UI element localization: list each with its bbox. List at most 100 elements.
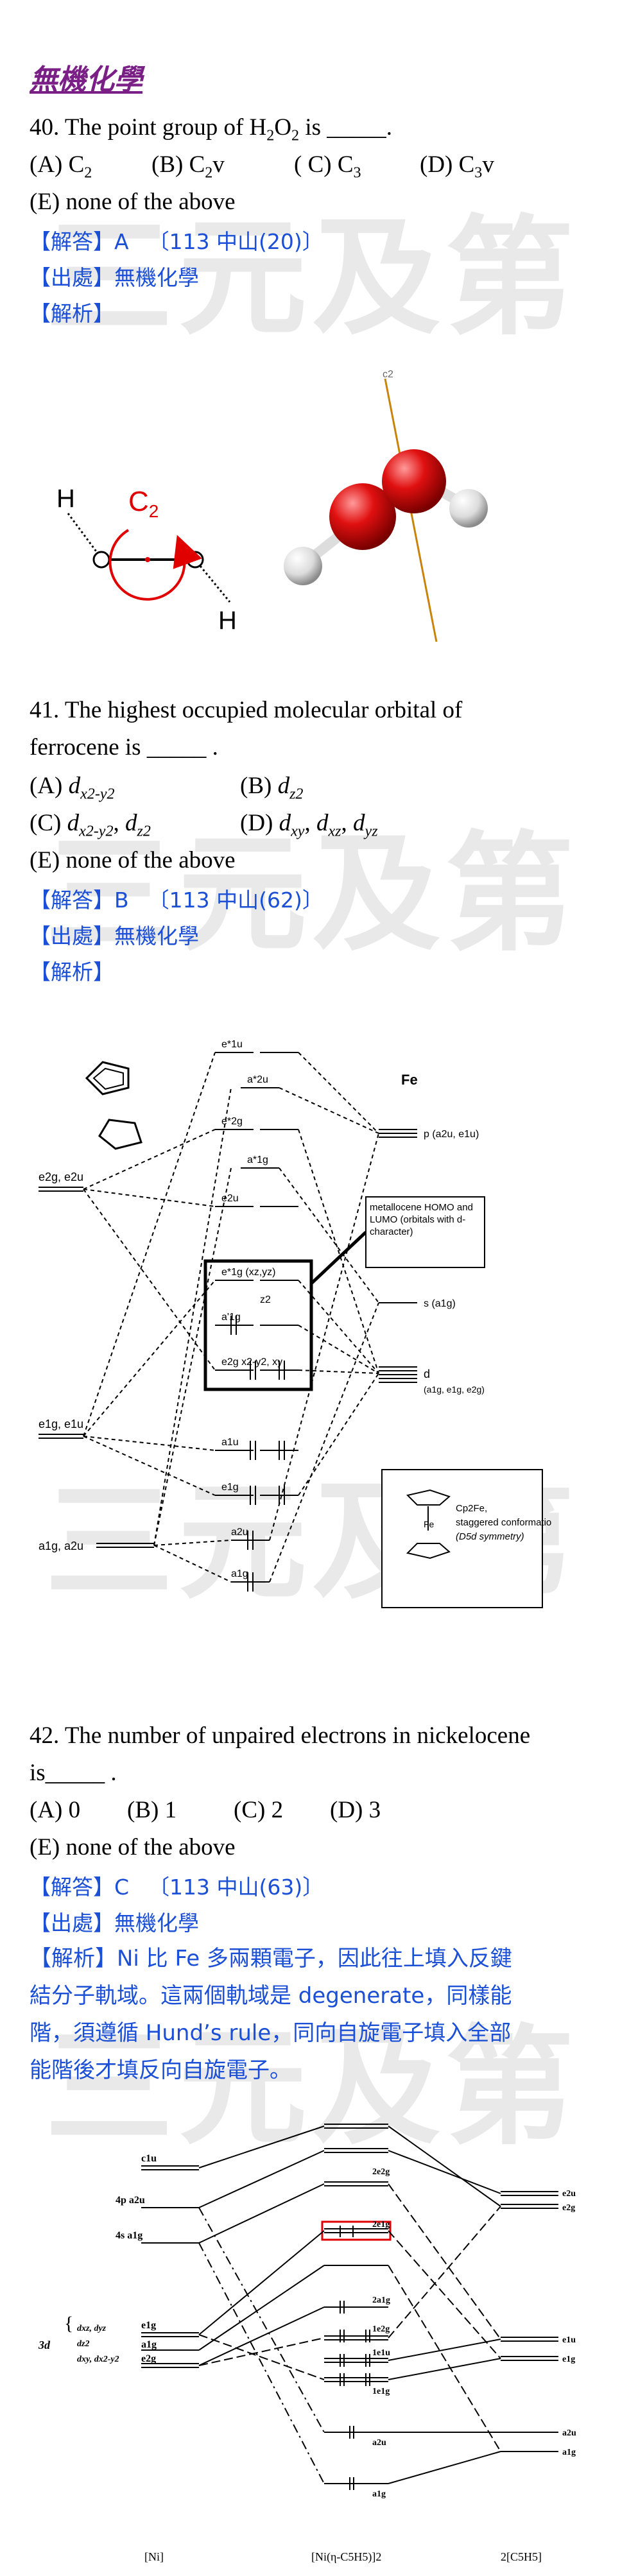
- q42-option-c: (C) 2: [234, 1797, 284, 1823]
- homo-lumo-callout-text: metallocene HOMO and LUMO (orbitals with…: [370, 1202, 473, 1237]
- rotation-arrow-icon: [108, 529, 202, 601]
- homo-lumo-box: [203, 1259, 313, 1391]
- q41-option-e: (E) none of the above: [30, 847, 236, 873]
- q42-stem-line1: 42. The number of unpaired electrons in …: [30, 1722, 531, 1749]
- c2-axis-label: C2: [128, 486, 159, 521]
- q41-analysis: 【解析】: [30, 959, 114, 984]
- ni-d-item: dxz, dyz: [77, 2324, 107, 2333]
- ligand-level-label: e1g, e1u: [39, 1418, 83, 1430]
- mo-label: e*2g: [221, 1116, 243, 1127]
- mo-label: a2u: [231, 1527, 248, 1538]
- mo-label: 2e1g: [372, 2220, 390, 2229]
- mo-label: 1e1g: [372, 2387, 390, 2396]
- ligand-level-label: e2g, e2u: [39, 1171, 83, 1183]
- oxygen-atom: [329, 483, 396, 550]
- q40-analysis: 【解析】: [30, 301, 114, 326]
- mo-label: e*1u: [221, 1039, 243, 1050]
- cp-ring-icon: [85, 1061, 130, 1095]
- q42-option-d: (D) 3: [330, 1797, 381, 1823]
- legend-fe-label: Fe: [424, 1519, 435, 1529]
- h-atom-label: H: [218, 606, 237, 635]
- mo-label: a1g: [372, 2489, 386, 2499]
- axis-label-complex: [Ni(η-C5H5)]2: [311, 2550, 381, 2564]
- oxygen-atom: [382, 449, 446, 513]
- axis-label-ni: [Ni]: [144, 2550, 164, 2563]
- mo-label: 1e1u: [372, 2348, 390, 2358]
- somo-highlight-box: [321, 2220, 392, 2241]
- h-atom-label: H: [56, 485, 75, 513]
- cp-level-label: e2u: [562, 2189, 576, 2199]
- legend-line2: staggered conformation: [456, 1517, 552, 1528]
- q41-stem-line1: 41. The highest occupied molecular orbit…: [30, 697, 463, 723]
- watermark: 三元及第: [45, 2013, 580, 2163]
- ferrocene-structure-legend: [381, 1469, 543, 1608]
- q41-option-a: (A) dx2-y2: [30, 773, 115, 803]
- q40-h2o2-figure: H H C2 c2: [56, 369, 488, 642]
- hydrogen-atom: [284, 547, 322, 585]
- cp-ring-icon: [98, 1119, 142, 1150]
- q41-option-b: (B) dz2: [240, 773, 304, 803]
- brace-icon: {: [64, 2313, 73, 2334]
- q41-stem-line2: ferrocene is _____ .: [30, 734, 218, 760]
- ni-level-label: e2g: [141, 2353, 156, 2364]
- mo-label: 2e2g: [372, 2167, 390, 2177]
- q42-option-e: (E) none of the above: [30, 1834, 236, 1860]
- cp-level-label: e1g: [562, 2355, 575, 2364]
- fe-d-sublabel: (a1g, e1g, e2g): [424, 1384, 485, 1395]
- ni-level-label: c1u: [141, 2153, 157, 2164]
- q42-option-a: (A) 0: [30, 1797, 81, 1823]
- ni-d-item: dxy, dx2-y2: [77, 2355, 119, 2364]
- cp-level-label: e1u: [562, 2335, 576, 2345]
- watermark: 三元及第: [45, 203, 580, 353]
- q40-option-c: ( C) C3: [294, 151, 361, 182]
- q40-option-e: (E) none of the above: [30, 189, 236, 215]
- mo-label: 2a1g: [372, 2296, 390, 2305]
- cp-level-label: e2g: [562, 2203, 575, 2213]
- ni-d-item: dz2: [77, 2339, 89, 2349]
- mo-label: 1e2g: [372, 2324, 390, 2334]
- ni-level-label: e1g: [141, 2320, 156, 2331]
- fe-p-label: p (a2u, e1u): [424, 1129, 479, 1140]
- ni-3d-label: 3d: [38, 2339, 51, 2351]
- legend-line1: Cp2Fe,: [456, 1503, 487, 1514]
- mo-label: e1g: [221, 1482, 239, 1493]
- mo-label: e2g x2-y2, xy: [221, 1357, 282, 1368]
- q42-analysis-line: 能階後才填反向自旋電子。: [30, 2057, 291, 2083]
- q40-option-a: (A) C2: [30, 151, 92, 182]
- q40-answer: 【解答】A〔113 中山(20)〕: [30, 229, 323, 254]
- q42-analysis-line: 結分子軌域。這兩個軌域是 degenerate，同樣能: [30, 1983, 512, 2009]
- nickelocene-mo-diagram: c1u 4p a2u 4s a1g e1g a1g e2g 3d { dxz, …: [38, 2124, 576, 2564]
- axis-label: c2: [383, 369, 393, 380]
- ligand-level-label: a1g, a2u: [39, 1540, 83, 1552]
- cp-level-label: a2u: [562, 2428, 576, 2438]
- cp-level-label: a1g: [562, 2448, 576, 2457]
- axis-label-cp: 2[C5H5]: [501, 2550, 542, 2563]
- mo-label: a1g: [231, 1568, 248, 1579]
- mo-label: a2u: [372, 2438, 386, 2448]
- schematic-projection: H H C2: [56, 485, 237, 635]
- fe-d-label: d: [424, 1368, 430, 1380]
- ni-level-label: 4s a1g: [116, 2230, 142, 2241]
- watermark: 三元及第: [45, 820, 580, 969]
- mo-label: a1u: [221, 1437, 239, 1448]
- q40-stem: 40. The point group of H2O2 is _____.: [30, 114, 393, 144]
- mo-label: e2u: [221, 1193, 239, 1204]
- q42-source: 【出處】無機化學: [30, 1911, 199, 1936]
- mo-label: z2: [260, 1294, 271, 1305]
- q42-answer: 【解答】C〔113 中山(63)〕: [30, 1875, 324, 1900]
- section-title: 無機化學: [30, 64, 142, 96]
- q41-answer: 【解答】B〔113 中山(62)〕: [30, 888, 323, 913]
- ni-level-label: a1g: [141, 2339, 157, 2350]
- ferrocene-structure-icon: [406, 1489, 451, 1559]
- q41-option-d: (D) dxy, dxz, dyz: [240, 810, 378, 840]
- q42-stem-line2: is_____ .: [30, 1760, 117, 1786]
- mo-label: a*2u: [247, 1074, 268, 1085]
- q42-analysis-line: 【解析】Ni 比 Fe 多兩顆電子，因此往上填入反鍵: [30, 1946, 512, 1971]
- q40-source: 【出處】無機化學: [30, 265, 199, 290]
- fe-s-label: s (a1g): [424, 1298, 456, 1309]
- fe-label: Fe: [401, 1072, 418, 1088]
- ni-level-label: 4p a2u: [116, 2195, 145, 2206]
- q40-option-b: (B) C2v: [151, 151, 225, 182]
- ball-and-stick-model: c2: [284, 369, 488, 642]
- ferrocene-mo-diagram: Fe e2g, e2u e1g, e1u a1g, a2u e*1u: [39, 1039, 552, 1608]
